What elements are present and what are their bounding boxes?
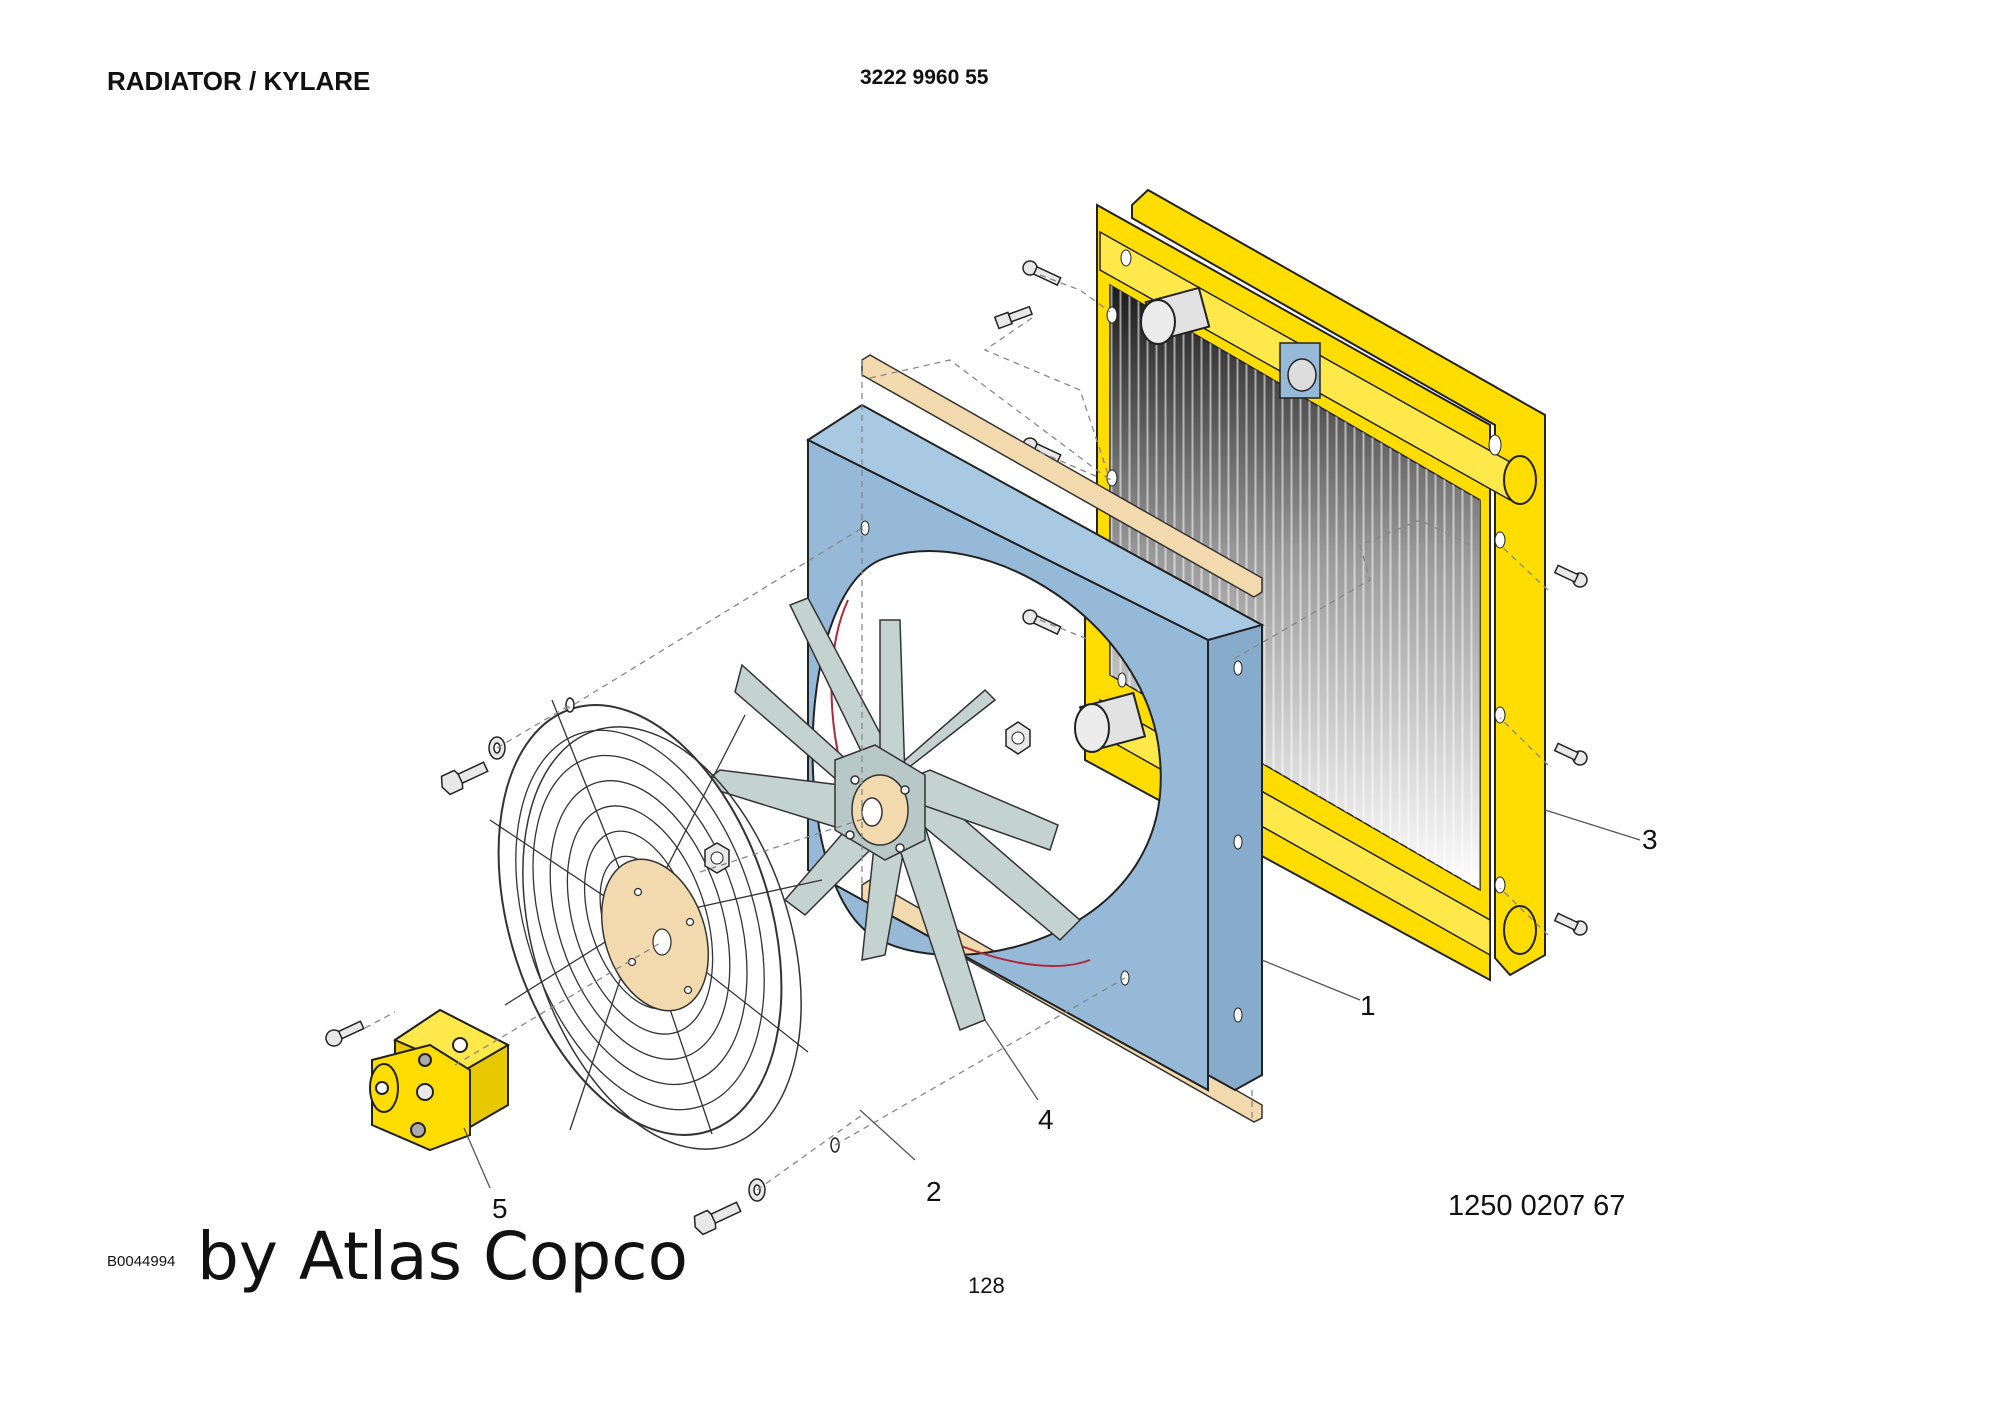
watermark-text: by Atlas Copco [197, 1218, 688, 1295]
assembly-number: 1250 0207 67 [1448, 1190, 1626, 1222]
callout-leaders [463, 809, 1641, 1189]
guard-nut [704, 842, 730, 874]
callout-5: 5 [492, 1193, 508, 1224]
callout-1: 1 [1360, 990, 1376, 1021]
hydraulic-motor [369, 1008, 511, 1152]
fan-guard [489, 699, 823, 1150]
page-number: 128 [968, 1273, 1005, 1298]
callout-4: 4 [1038, 1104, 1054, 1135]
fan [698, 597, 1082, 1031]
figure-code: B0044994 [107, 1253, 176, 1270]
radiator-frame-side [1131, 188, 1546, 977]
fan-nut [1005, 721, 1031, 755]
page-title: RADIATOR / KYLARE [107, 66, 371, 96]
fan-shroud [805, 403, 1265, 1092]
sensor-port [1279, 342, 1321, 399]
callout-2: 2 [926, 1176, 942, 1207]
part-number: 3222 9960 55 [860, 66, 989, 89]
callout-3: 3 [1642, 824, 1658, 855]
inlet-pipe [1140, 286, 1211, 345]
assembly-lines [364, 274, 1549, 1191]
outlet-pipe [1074, 691, 1147, 753]
